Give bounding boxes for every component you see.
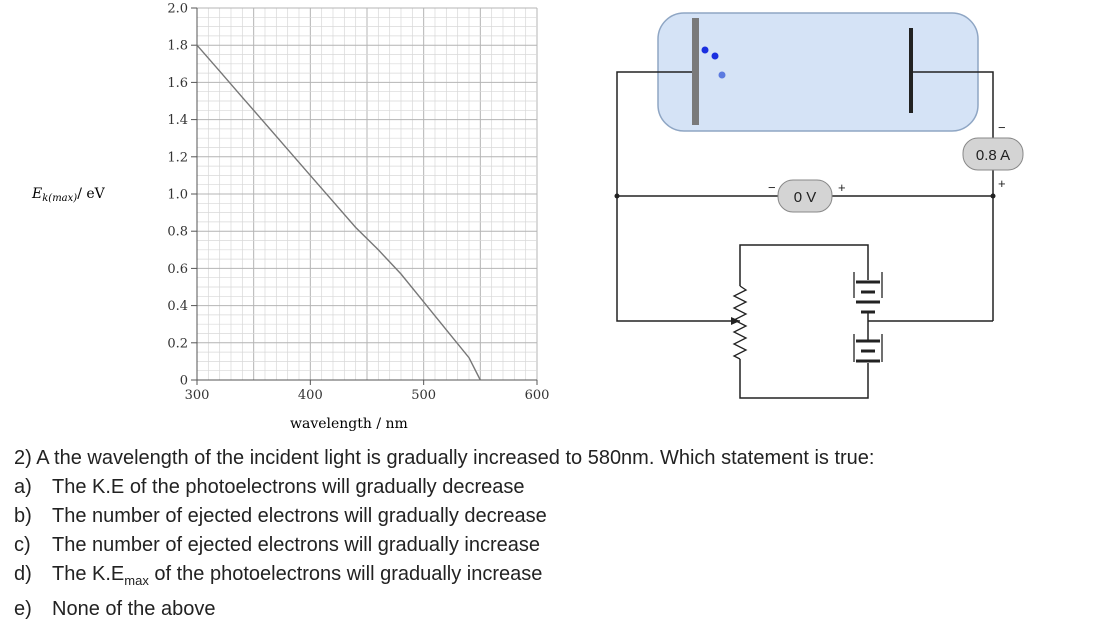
ammeter-positive-sign: + bbox=[998, 176, 1006, 191]
rheostat-slider-arrow bbox=[731, 317, 740, 325]
option-letter: e) bbox=[14, 598, 32, 620]
y-tick-label: 1.6 bbox=[167, 76, 188, 91]
junction-dot bbox=[990, 193, 996, 199]
y-tick-label: 1.2 bbox=[167, 150, 188, 165]
x-tick-label: 300 bbox=[185, 388, 210, 403]
y-axis-label-main: E bbox=[31, 186, 42, 202]
question-block: 2) A the wavelength of the incident ligh… bbox=[14, 444, 1094, 624]
y-tick-label: 0.2 bbox=[167, 336, 188, 351]
option-letter: c) bbox=[14, 534, 31, 556]
voltmeter bbox=[777, 179, 833, 213]
ek-curve bbox=[196, 44, 481, 381]
option-text: The number of ejected electrons will gra… bbox=[52, 534, 541, 556]
option-a[interactable]: a) The K.E of the photoelectrons will gr… bbox=[14, 473, 1094, 502]
y-tick-label: 0.8 bbox=[167, 225, 188, 240]
x-axis-label: wavelength / nm bbox=[290, 416, 408, 432]
voltmeter-negative-sign: − bbox=[768, 180, 776, 195]
x-tick-label: 500 bbox=[411, 388, 436, 403]
option-letter: b) bbox=[14, 505, 32, 527]
y-tick-label: 0 bbox=[180, 374, 188, 389]
x-tick-label: 600 bbox=[525, 388, 550, 403]
option-text: The K.E of the photoelectrons will gradu… bbox=[52, 476, 525, 498]
electron-dot bbox=[718, 71, 726, 79]
y-tick-labels: 0 0.2 0.4 0.6 0.8 1.0 1.2 1.4 1.6 1.8 2.0 bbox=[167, 2, 197, 389]
option-letter: a) bbox=[14, 476, 32, 498]
y-axis-label-unit: / eV bbox=[77, 186, 105, 202]
option-e[interactable]: e) None of the above bbox=[14, 595, 1094, 624]
anode-plate bbox=[909, 28, 913, 113]
option-letter: d) bbox=[14, 563, 32, 585]
ammeter-negative-sign: − bbox=[998, 120, 1006, 135]
voltmeter-positive-sign: + bbox=[838, 180, 846, 195]
option-text-post: of the photoelectrons will gradually inc… bbox=[148, 563, 543, 585]
ammeter bbox=[962, 137, 1024, 171]
voltmeter-reading: 0 V bbox=[794, 189, 817, 206]
x-tick-labels: 300 400 500 600 bbox=[185, 380, 550, 403]
junction-dot bbox=[614, 193, 620, 199]
option-d[interactable]: d) The K.Emax of the photoelectrons will… bbox=[14, 560, 1094, 595]
y-axis-label: Ek(max)/ eV bbox=[31, 186, 106, 204]
option-text-pre: The K.E bbox=[52, 563, 125, 585]
y-tick-label: 1.4 bbox=[167, 113, 188, 128]
question-stem: 2) A the wavelength of the incident ligh… bbox=[14, 447, 875, 469]
y-tick-label: 1.8 bbox=[167, 39, 188, 54]
ammeter-reading: 0.8 A bbox=[976, 147, 1010, 164]
rheostat-resistor bbox=[732, 285, 748, 360]
y-tick-label: 1.0 bbox=[167, 188, 188, 203]
option-text: None of the above bbox=[52, 598, 216, 620]
y-tick-label: 2.0 bbox=[167, 2, 188, 17]
x-tick-label: 400 bbox=[298, 388, 323, 403]
option-text-sub: max bbox=[124, 573, 149, 588]
cathode-plate bbox=[692, 18, 699, 125]
battery-cells bbox=[853, 272, 883, 363]
option-text: The K.Emax of the photoelectrons will gr… bbox=[52, 560, 542, 595]
option-c[interactable]: c) The number of ejected electrons will … bbox=[14, 531, 1094, 560]
option-b[interactable]: b) The number of ejected electrons will … bbox=[14, 502, 1094, 531]
y-tick-label: 0.4 bbox=[167, 299, 188, 314]
option-text: The number of ejected electrons will gra… bbox=[52, 505, 547, 527]
electron-dot bbox=[711, 52, 719, 60]
y-tick-label: 0.6 bbox=[167, 262, 188, 277]
y-axis-label-sub: k(max) bbox=[42, 193, 77, 204]
electron-dot bbox=[701, 46, 709, 54]
